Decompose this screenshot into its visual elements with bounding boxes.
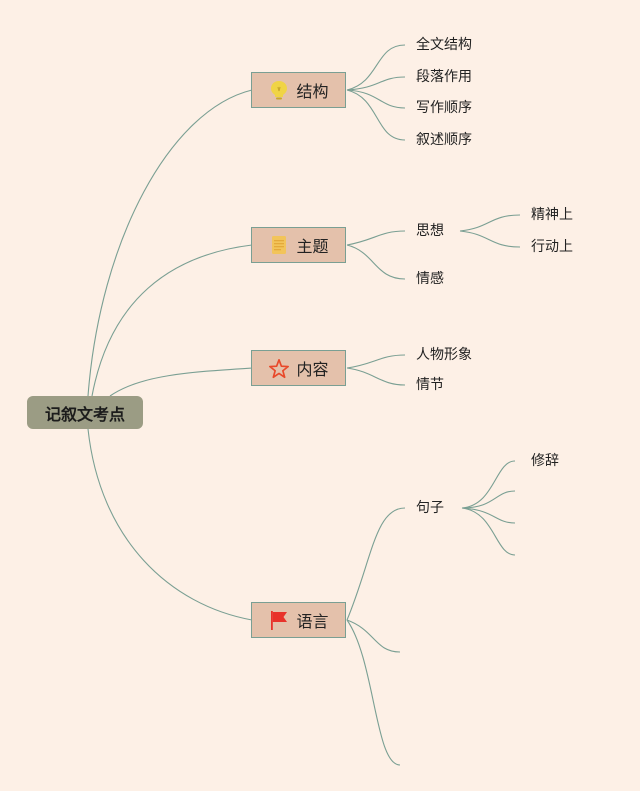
connector-sentence-1 [461, 460, 516, 509]
leaf-language-1[interactable]: 句子 [416, 500, 444, 516]
connector-theme-2 [346, 244, 406, 280]
connector-structure-1 [346, 44, 406, 91]
root-node[interactable]: 记叙文考点 [27, 396, 143, 429]
branch-theme-label: 主题 [296, 237, 329, 256]
connector-theme-1 [346, 230, 406, 246]
branch-content[interactable]: 内容 [251, 350, 346, 386]
connector-structure-4 [346, 89, 406, 141]
leaf-theme-sub-2[interactable]: 行动上 [531, 239, 573, 255]
leaf-structure-2[interactable]: 段落作用 [416, 69, 472, 85]
branch-structure[interactable]: 结构 [251, 72, 346, 108]
connector-language-1 [346, 507, 406, 621]
connector-sentence-2 [461, 490, 516, 509]
leaf-structure-3[interactable]: 写作顺序 [416, 100, 472, 116]
connector-root-content [109, 367, 253, 397]
root-label: 记叙文考点 [44, 404, 125, 424]
branch-theme[interactable]: 主题 [251, 227, 346, 263]
connector-sentence-4 [461, 507, 516, 556]
note-icon [268, 234, 290, 256]
leaf-content-1[interactable]: 人物形象 [416, 347, 472, 363]
lightbulb-icon [268, 79, 290, 101]
leaf-theme-2[interactable]: 情感 [416, 271, 444, 287]
connector-root-structure [87, 89, 253, 397]
connector-content-1 [346, 354, 406, 369]
leaf-theme-sub-1[interactable]: 精神上 [531, 207, 573, 223]
branch-language[interactable]: 语言 [251, 602, 346, 638]
branch-language-label: 语言 [296, 612, 329, 631]
leaf-structure-4[interactable]: 叙述顺序 [416, 132, 472, 148]
branch-content-label: 内容 [296, 360, 329, 379]
star-icon [268, 357, 290, 379]
flag-icon [268, 609, 290, 631]
connector-language-2 [346, 619, 401, 653]
branch-structure-label: 结构 [296, 82, 329, 101]
leaf-content-2[interactable]: 情节 [416, 377, 444, 393]
connector-root-theme [91, 244, 253, 397]
connector-theme-sub-1 [459, 214, 521, 232]
connector-sentence-3 [461, 507, 516, 524]
leaf-theme-1[interactable]: 思想 [416, 223, 444, 239]
connector-content-2 [346, 367, 406, 386]
connector-theme-sub-2 [459, 230, 521, 248]
connector-structure-2 [346, 76, 406, 91]
connector-structure-3 [346, 89, 406, 109]
connector-language-3 [346, 619, 401, 766]
leaf-language-sub-1[interactable]: 修辞 [531, 453, 559, 469]
leaf-structure-1[interactable]: 全文结构 [416, 37, 472, 53]
connector-root-language [87, 428, 253, 621]
